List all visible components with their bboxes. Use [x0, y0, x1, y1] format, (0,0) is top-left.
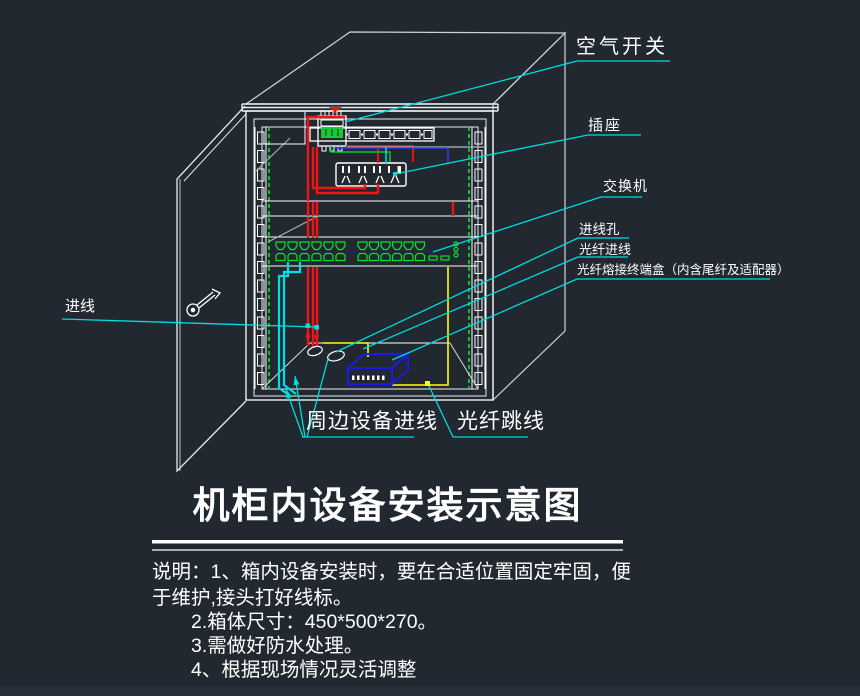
note-line-4: 3.需做好防水处理。 [191, 635, 364, 657]
callout-air-switch-label: 空气开关 [576, 36, 668, 58]
wire-blue [335, 147, 449, 164]
cabinet-door [176, 105, 247, 473]
power-strip [335, 162, 407, 187]
cabinet-front-lip [241, 103, 499, 112]
callout-fiber-splice-box-label: 光纤熔接终端盒（内含尾纤及适配器） [577, 263, 790, 277]
cable-entry-holes [307, 345, 345, 362]
leader-air-switch [344, 60, 670, 123]
leader-fiber-inlet [362, 256, 628, 350]
sfp-ports [428, 255, 450, 261]
callout-leaders [61, 60, 770, 438]
viewport-bottom-strip [0, 686, 860, 696]
callout-fiber-jumper-label: 光纤跳线 [457, 410, 545, 433]
note-line-1: 说明：1、箱内设备安装时，要在合适位置固定牢固，便 [152, 561, 631, 583]
din-rail [309, 127, 435, 142]
network-switch-ports [275, 241, 459, 262]
drawing-title: 机柜内设备安装示意图 [192, 485, 583, 526]
title-rule [152, 540, 623, 551]
cabinet-inner-frame [253, 118, 487, 397]
cabinet-shell [176, 31, 567, 473]
breaker-red-cap [329, 107, 342, 114]
rj45-ports-bottom-row [275, 252, 426, 262]
fiber-jumper-node [425, 381, 430, 386]
leader-fiber-jumper [428, 385, 528, 438]
note-line-3: 2.箱体尺寸：450*500*270。 [191, 611, 438, 633]
key-icon [186, 288, 222, 317]
callout-fiber-inlet-label: 光纤进线 [579, 242, 632, 257]
callout-network-switch-label: 交换机 [603, 178, 648, 194]
note-line-5: 4、根据现场情况灵活调整 [191, 659, 417, 681]
peripheral-cables-cyan [277, 262, 302, 398]
leader-inlet-line [61, 318, 317, 328]
callout-inlet-line-label: 进线 [65, 298, 96, 315]
fiber-splice-box [347, 351, 411, 385]
air-switch-breaker [317, 107, 347, 152]
callout-socket-label: 插座 [588, 117, 623, 134]
cabinet-front-frame [245, 110, 494, 401]
callout-inlet-hole-label: 进线孔 [579, 222, 620, 237]
note-line-2: 于维护,接头打好线标。 [152, 587, 353, 609]
power-wiring-red [306, 115, 455, 348]
rail-holes-left [257, 131, 265, 385]
callout-peripheral-inlet-label: 周边设备进线 [306, 410, 438, 433]
leader-inlet-hole [335, 237, 629, 353]
leader-network-switch [432, 196, 642, 253]
wire-end-markers [305, 172, 397, 339]
fiber-cable-yellow [323, 267, 449, 386]
leader-fiber-splice-box [391, 278, 770, 361]
rj45-ports-top-row [275, 241, 426, 251]
leader-peripheral-inlet [285, 358, 414, 438]
cabinet-top-face [244, 31, 567, 105]
leader-socket [394, 134, 641, 175]
breaker-output-wires [330, 146, 487, 164]
wire-green [330, 146, 391, 162]
cabinet-right-face [492, 31, 566, 402]
cabinet-inner-panel [261, 126, 479, 390]
